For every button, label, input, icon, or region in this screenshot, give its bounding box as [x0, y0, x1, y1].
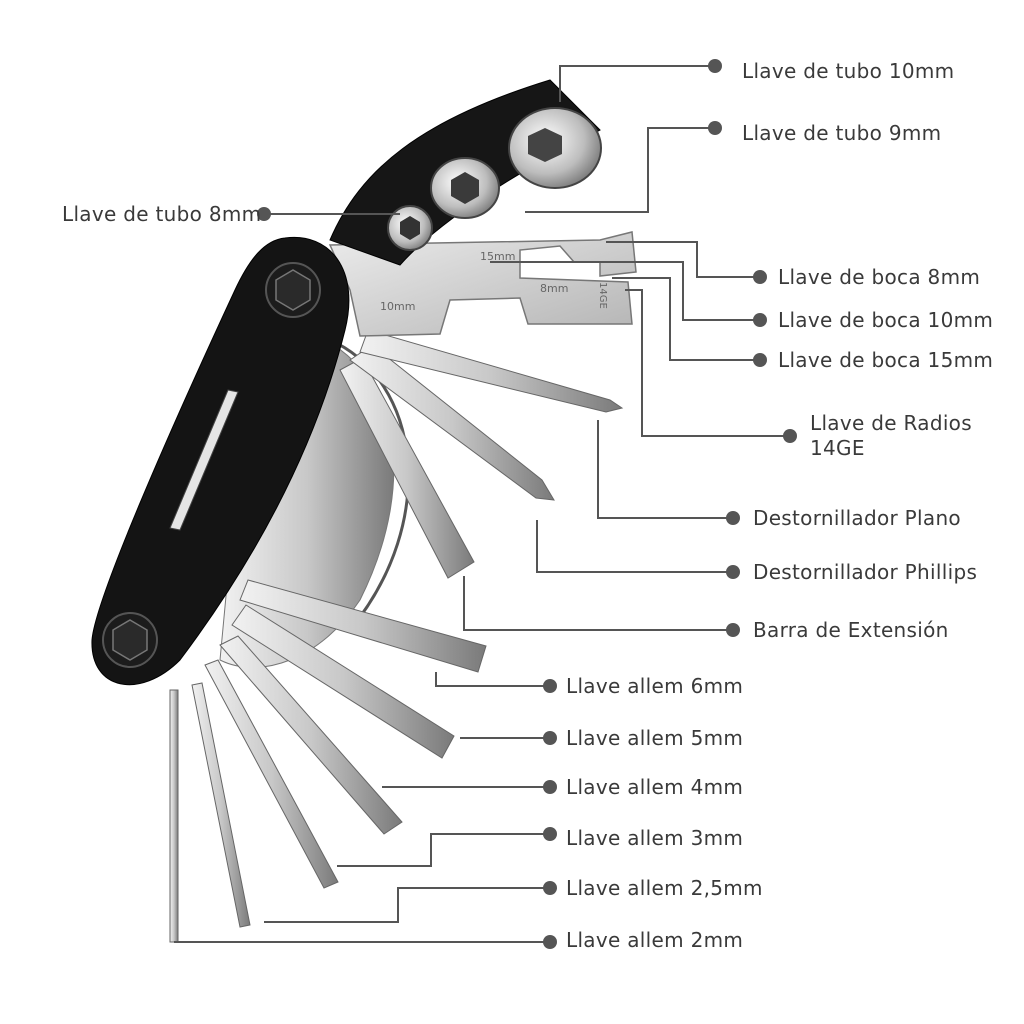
- leader-lines: [174, 65, 790, 943]
- dot-hex-2: [543, 935, 557, 949]
- leader-dots: [257, 59, 797, 949]
- outer-body: [91, 236, 350, 686]
- leader-open-15: [612, 277, 760, 361]
- label-hex-4mm: Llave allem 4mm: [566, 775, 744, 799]
- dot-spoke: [783, 429, 797, 443]
- hex-key-6mm: [239, 579, 487, 673]
- bolt-bottom: [102, 612, 158, 668]
- label-open-wrench-15mm: Llave de boca 15mm: [778, 348, 994, 372]
- dot-phillips: [726, 565, 740, 579]
- leader-hex-6: [435, 672, 550, 687]
- label-phillips-screwdriver: Destornillador Phillips: [753, 560, 978, 584]
- leader-open-10: [490, 261, 760, 321]
- leader-open-8: [606, 241, 760, 278]
- label-socket-9mm: Llave de tubo 9mm: [742, 121, 942, 145]
- leader-extension: [463, 576, 733, 631]
- leader-socket-9: [525, 127, 715, 213]
- leader-phillips: [536, 520, 733, 573]
- leader-flat: [597, 420, 733, 519]
- hex-key-2mm: [169, 689, 179, 943]
- label-hex-5mm: Llave allem 5mm: [566, 726, 744, 750]
- label-spoke-wrench-line1: Llave de Radios: [810, 411, 972, 435]
- dot-open-10: [753, 313, 767, 327]
- wrench-15mm-marking: 15mm: [480, 250, 515, 263]
- hex-key-3mm: [204, 659, 339, 889]
- sockets: [387, 107, 602, 251]
- spoke-14ge-marking: 14GE: [597, 282, 608, 309]
- socket-8mm: [387, 205, 433, 251]
- body-slot: [169, 389, 239, 531]
- dot-flat: [726, 511, 740, 525]
- dot-socket-9: [708, 121, 722, 135]
- dot-socket-10: [708, 59, 722, 73]
- dot-hex-25: [543, 881, 557, 895]
- label-socket-8mm: Llave de tubo 8mm: [62, 202, 262, 226]
- label-hex-2.5mm: Llave allem 2,5mm: [566, 876, 763, 900]
- dot-hex-6: [543, 679, 557, 693]
- dot-socket-8: [257, 207, 271, 221]
- label-open-wrench-10mm: Llave de boca 10mm: [778, 308, 994, 332]
- wrench-10mm-marking: 10mm: [380, 300, 415, 313]
- leader-hex-3: [337, 833, 550, 867]
- hex-key-4mm: [219, 635, 403, 835]
- hex-key-5mm: [231, 604, 455, 759]
- leader-spoke: [625, 289, 790, 437]
- hex-key-2.5mm: [191, 682, 251, 928]
- screwdrivers: [339, 329, 624, 579]
- hex-keys: [169, 579, 487, 943]
- leader-hex-25: [264, 887, 550, 923]
- label-hex-3mm: Llave allem 3mm: [566, 826, 744, 850]
- label-spoke-wrench-line2: 14GE: [810, 436, 865, 460]
- label-hex-6mm: Llave allem 6mm: [566, 674, 744, 698]
- dot-open-15: [753, 353, 767, 367]
- socket-9mm: [430, 157, 500, 219]
- leader-socket-10: [559, 65, 715, 102]
- dot-extension: [726, 623, 740, 637]
- label-socket-10mm: Llave de tubo 10mm: [742, 59, 955, 83]
- multitool: 15mm 10mm 8mm 14GE: [91, 79, 637, 943]
- label-open-wrench-8mm: Llave de boca 8mm: [778, 265, 981, 289]
- dot-hex-4: [543, 780, 557, 794]
- label-extension-bar: Barra de Extensión: [753, 618, 949, 642]
- dot-hex-5: [543, 731, 557, 745]
- dot-open-8: [753, 270, 767, 284]
- bolt-top: [265, 262, 321, 318]
- dot-hex-3: [543, 827, 557, 841]
- socket-10mm: [508, 107, 602, 189]
- label-flat-screwdriver: Destornillador Plano: [753, 506, 961, 530]
- wrench-8mm-marking: 8mm: [540, 282, 568, 295]
- label-hex-2mm: Llave allem 2mm: [566, 928, 744, 952]
